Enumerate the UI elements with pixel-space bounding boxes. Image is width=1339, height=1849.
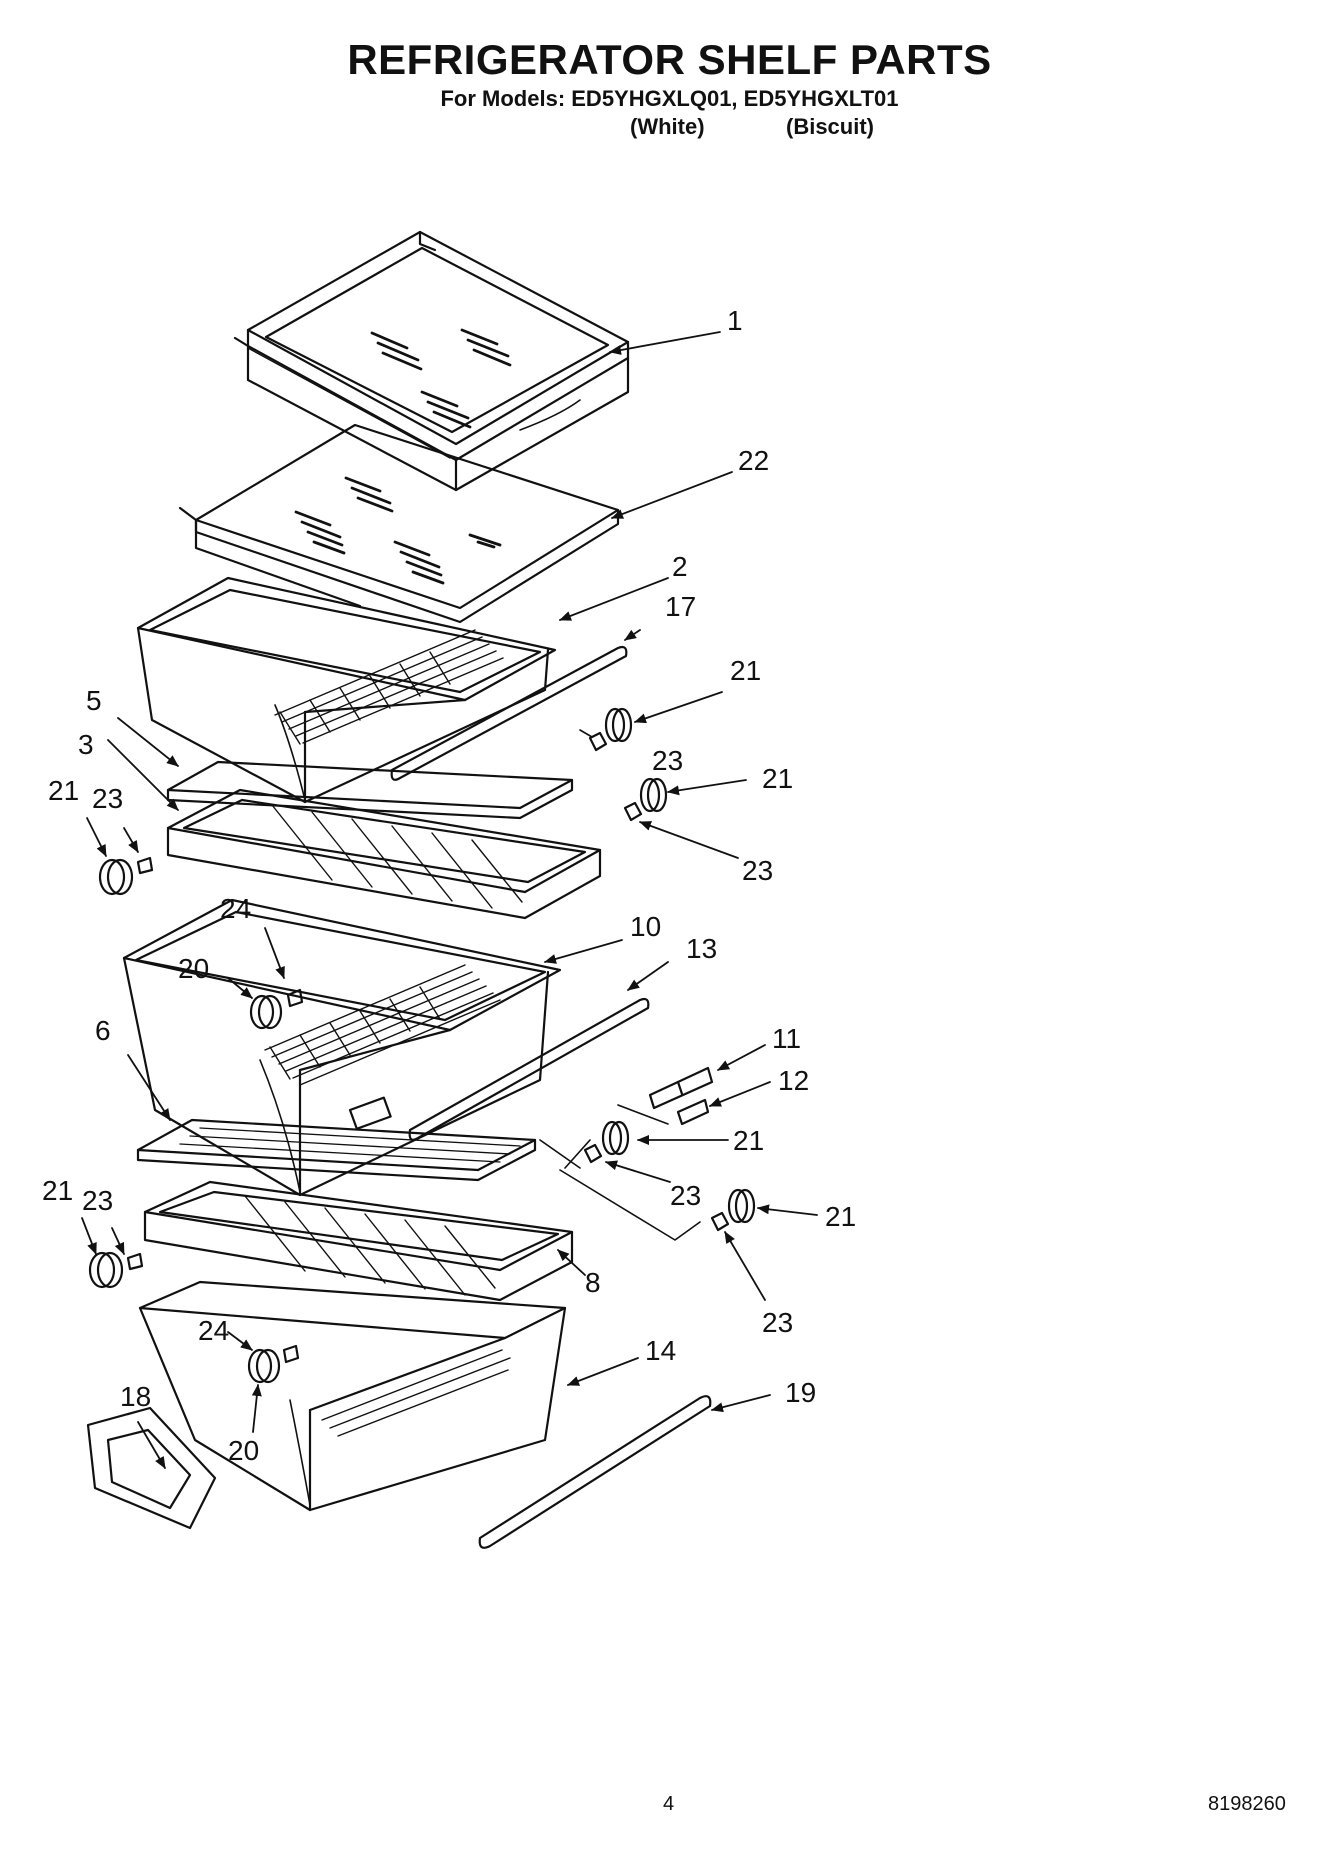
part-2-upper-crisper	[136, 576, 557, 804]
variant-biscuit: (Biscuit)	[786, 114, 874, 139]
page-number: 4	[663, 1793, 675, 1815]
hardware-wheels-screws	[88, 707, 756, 1384]
models-line: For Models: ED5YHGXLQ01, ED5YHGXLT01	[440, 86, 899, 111]
callout-13: 13	[686, 933, 717, 964]
callout-20: 20	[178, 953, 209, 984]
callout-23: 23	[652, 745, 683, 776]
callout-23: 23	[82, 1185, 113, 1216]
callout-17: 17	[665, 591, 696, 622]
callout-23: 23	[670, 1180, 701, 1211]
part-1-top-shelf	[233, 230, 630, 492]
callout-6: 6	[95, 1015, 111, 1046]
part-17-handle	[390, 645, 628, 781]
callout-21: 21	[48, 775, 79, 806]
callout-14: 14	[645, 1335, 676, 1366]
callout-11: 11	[772, 1023, 801, 1054]
callout-18: 18	[120, 1381, 151, 1412]
callout-1: 1	[727, 305, 743, 336]
callout-10: 10	[630, 911, 661, 942]
part-10-middle-crisper	[122, 898, 562, 1197]
part-8-shelf-frame	[143, 1180, 574, 1302]
part-22-glass-shelf	[178, 423, 620, 624]
callout-21: 21	[733, 1125, 764, 1156]
part-18-label-plate	[86, 1406, 217, 1530]
callout-19: 19	[785, 1377, 816, 1408]
part-19-handle	[478, 1395, 712, 1549]
variant-white: (White)	[630, 114, 705, 139]
document-number: 8198260	[1208, 1793, 1286, 1815]
callout-23: 23	[762, 1307, 793, 1338]
callout-23: 23	[92, 783, 123, 814]
part-6-glass-panel	[136, 1118, 537, 1182]
callout-labels: 1 22 2 17 21 5 3 23 21 23 21 23 24 10 13…	[42, 305, 856, 1466]
callout-8: 8	[585, 1267, 601, 1298]
part-13-handle	[408, 997, 650, 1141]
part-3-shelf-frame	[166, 788, 602, 920]
part-5-glass-panel	[166, 760, 574, 820]
callout-2: 2	[672, 551, 688, 582]
page-title: REFRIGERATOR SHELF PARTS	[347, 36, 992, 83]
callout-21: 21	[42, 1175, 73, 1206]
callout-24: 24	[198, 1315, 229, 1346]
connector-lines	[539, 729, 701, 1241]
callout-23: 23	[742, 855, 773, 886]
callout-21: 21	[825, 1201, 856, 1232]
part-14-bottom-crisper	[138, 1280, 567, 1512]
callout-22: 22	[738, 445, 769, 476]
callout-3: 3	[78, 729, 94, 760]
callout-20: 20	[228, 1435, 259, 1466]
callout-21: 21	[730, 655, 761, 686]
part-12-clip	[676, 1098, 710, 1126]
part-11-clip	[648, 1066, 714, 1110]
callout-5: 5	[86, 685, 102, 716]
callout-24: 24	[220, 893, 251, 924]
callout-12: 12	[778, 1065, 809, 1096]
leader-lines	[81, 331, 818, 1469]
callout-21: 21	[762, 763, 793, 794]
